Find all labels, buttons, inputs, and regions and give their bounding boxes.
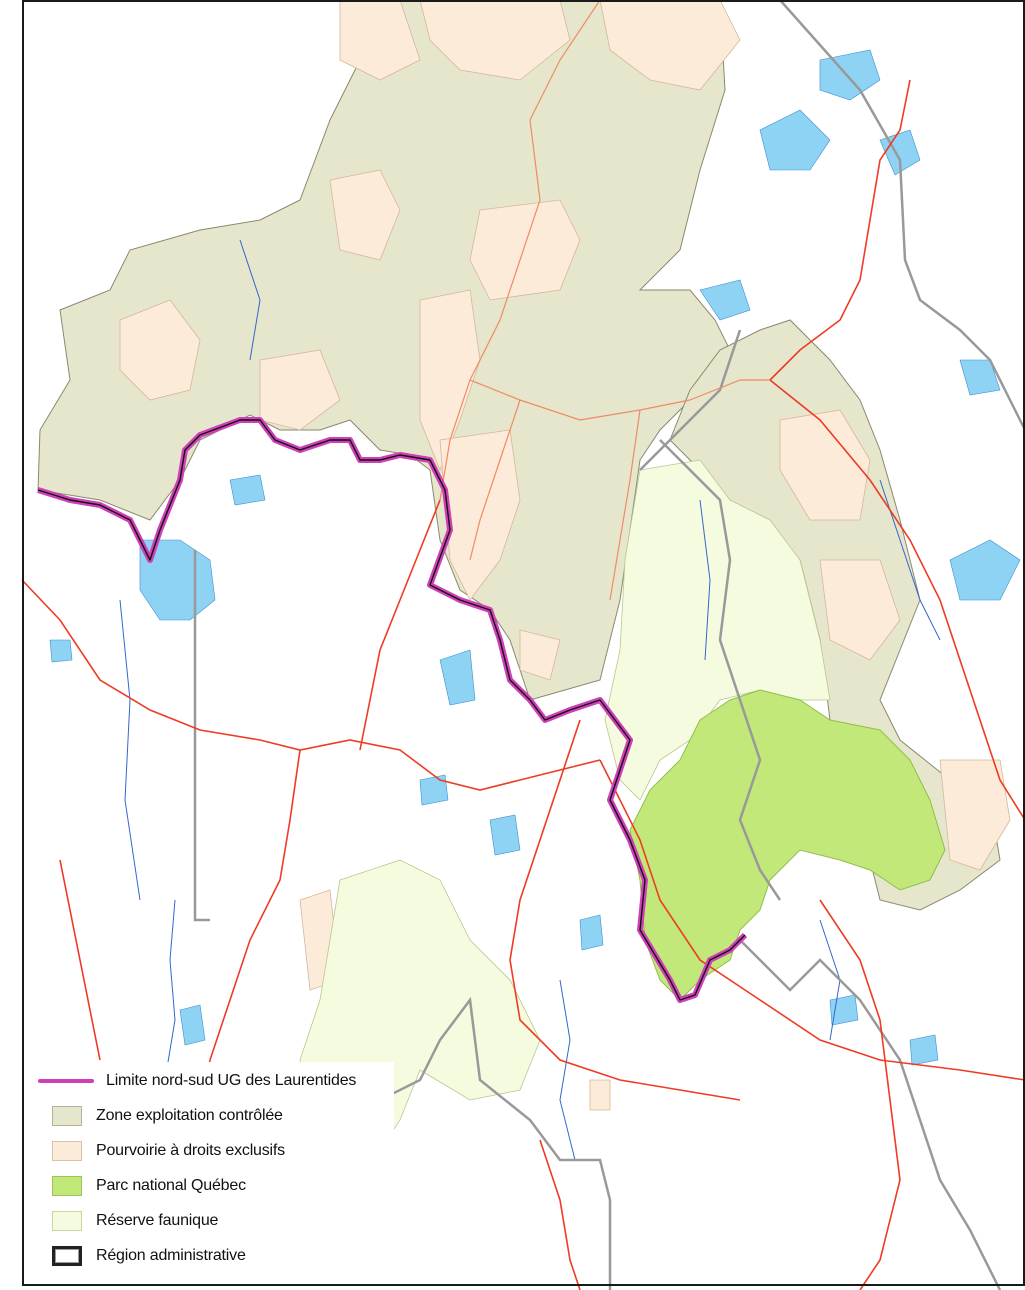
river	[559, 979, 576, 1161]
region-boundary	[739, 939, 1002, 1290]
road	[199, 749, 301, 1131]
pourvoirie-area	[419, 289, 481, 472]
secondary-road	[469, 399, 521, 561]
river	[699, 499, 711, 661]
lake	[909, 1034, 939, 1066]
pourvoirie-area	[939, 759, 1011, 871]
legend-item-parc: Parc national Québec	[52, 1173, 246, 1199]
lake	[959, 359, 1001, 396]
line-magenta-swatch-icon	[38, 1079, 94, 1083]
road	[21, 579, 601, 791]
road	[359, 499, 441, 751]
legend-item-region: Région administrative	[52, 1243, 246, 1269]
legend-label: Limite nord-sud UG des Laurentides	[106, 1072, 357, 1089]
map-legend: Limite nord-sud UG des Laurentides Zone …	[24, 1062, 394, 1284]
legend-item-zec: Zone exploitation contrôlée	[52, 1103, 283, 1129]
lake	[699, 279, 751, 321]
road	[509, 719, 741, 1101]
secondary-road	[469, 379, 691, 421]
secondary-road	[609, 409, 641, 601]
lake	[179, 1004, 206, 1046]
pourvoirie-area	[419, 0, 571, 81]
lake	[229, 474, 266, 506]
river	[119, 599, 141, 901]
legend-item-pourvoirie: Pourvoirie à droits exclusifs	[52, 1138, 285, 1164]
region-boundary	[193, 550, 210, 922]
pourvoirie-area	[589, 1079, 611, 1111]
pourvoirie-area	[329, 169, 401, 261]
lake	[949, 539, 1021, 601]
legend-label: Réserve faunique	[96, 1212, 219, 1229]
secondary-roads	[439, 0, 770, 601]
region-boundary	[779, 0, 1025, 431]
roads	[21, 79, 1025, 1290]
zec-area-northwest	[37, 0, 731, 701]
pourvoirie-area	[469, 199, 581, 301]
pourvoirie-area	[519, 629, 561, 681]
road	[59, 859, 101, 1061]
lake	[49, 639, 73, 663]
legend-item-limite: Limite nord-sud UG des Laurentides	[38, 1068, 356, 1094]
region-boundary	[659, 439, 782, 901]
pourvoirie-swatch-icon	[52, 1141, 82, 1161]
pourvoirie-area	[599, 0, 741, 91]
pourvoirie-area	[339, 0, 421, 81]
region-boundary	[379, 996, 612, 1290]
pourvoirie-area	[819, 559, 901, 661]
pourvoirie-areas	[119, 0, 1011, 1111]
lake	[829, 994, 859, 1026]
lake	[759, 109, 831, 171]
lake	[489, 814, 521, 856]
lake	[819, 49, 881, 101]
region-boundaries	[193, 0, 1025, 1290]
legend-label: Parc national Québec	[96, 1177, 246, 1194]
secondary-road	[439, 0, 601, 501]
lake	[439, 649, 476, 706]
reserve-swatch-icon	[52, 1211, 82, 1231]
legend-item-reserve: Réserve faunique	[52, 1208, 218, 1234]
pourvoirie-area	[259, 349, 341, 431]
secondary-road	[689, 379, 770, 401]
lake	[419, 774, 449, 806]
road	[769, 79, 911, 381]
legend-label: Région administrative	[96, 1247, 246, 1264]
limite-nord-sud-line-core	[37, 419, 746, 1001]
road	[599, 759, 1025, 1081]
zec-swatch-icon	[52, 1106, 82, 1126]
river	[239, 239, 261, 361]
road	[819, 899, 901, 1290]
region-outline-swatch-icon	[52, 1246, 82, 1266]
legend-label: Pourvoirie à droits exclusifs	[96, 1142, 285, 1159]
parc-swatch-icon	[52, 1176, 82, 1196]
pourvoirie-area	[119, 299, 201, 401]
pourvoirie-area	[779, 409, 871, 521]
road	[769, 379, 1025, 821]
lake	[579, 914, 604, 951]
road	[539, 1139, 581, 1290]
legend-label: Zone exploitation contrôlée	[96, 1107, 283, 1124]
